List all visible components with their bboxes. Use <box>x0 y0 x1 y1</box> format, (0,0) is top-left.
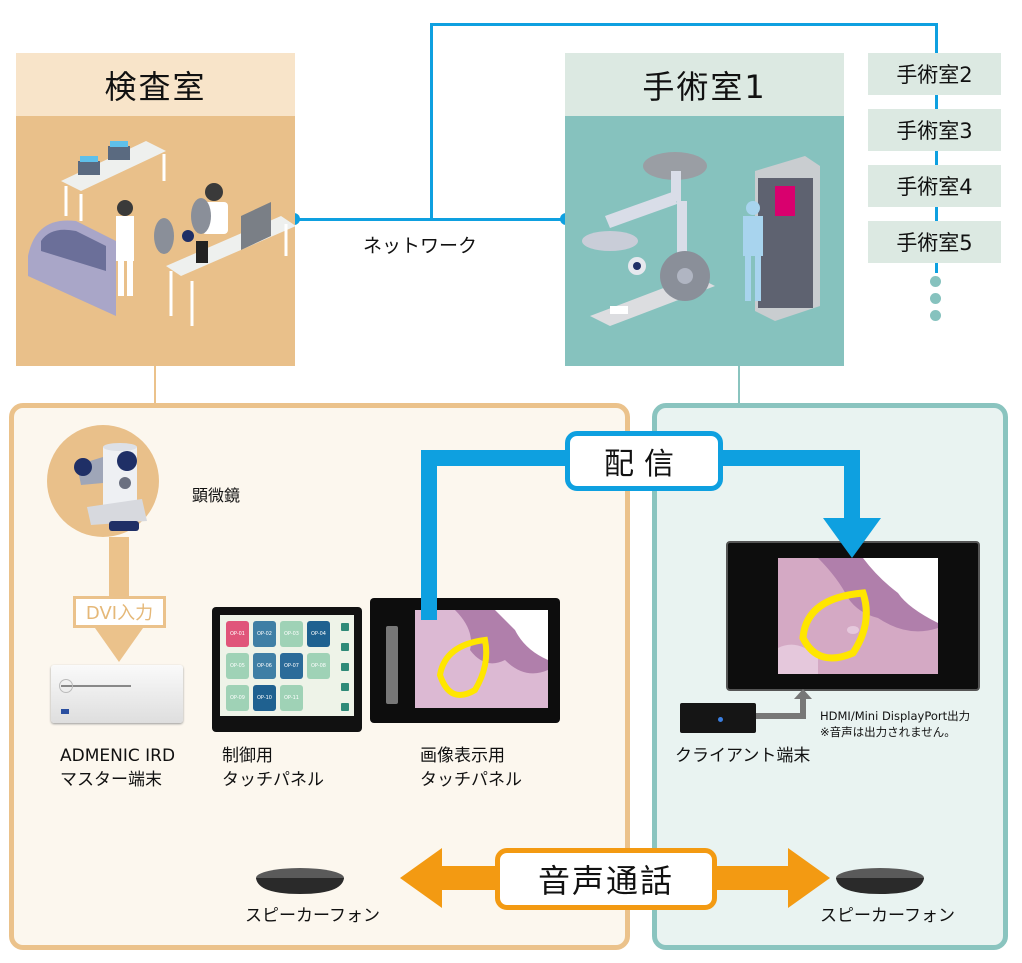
distribute-line-right <box>710 450 860 466</box>
side-button <box>341 623 349 631</box>
or1-room-title: 手術室1 <box>565 53 844 116</box>
network-label: ネットワーク <box>363 235 478 257</box>
voice-arrow-right-head <box>788 848 830 908</box>
network-horizontal <box>296 218 568 221</box>
control-panel-line2: タッチパネル <box>222 770 324 790</box>
op-tile: OP-11 <box>280 685 303 711</box>
or-connector <box>738 366 740 404</box>
voice-arrow-left-head <box>400 848 442 908</box>
more-dot <box>930 293 941 304</box>
or-room-2: 手術室2 <box>868 53 1001 95</box>
op-tile: OP-01 <box>226 621 249 647</box>
client-terminal-device <box>680 703 756 733</box>
more-dot <box>930 276 941 287</box>
network-top-line <box>430 23 938 26</box>
or-room-3: 手術室3 <box>868 109 1001 151</box>
image-display-screen <box>415 610 548 708</box>
distribute-line-down <box>844 450 860 520</box>
more-dot <box>930 310 941 321</box>
output-note-line1: HDMI/Mini DisplayPort出力 <box>820 709 971 723</box>
client-monitor-device <box>726 541 980 691</box>
lab-connector <box>154 366 156 404</box>
op-tile: OP-04 <box>307 621 330 647</box>
side-button <box>341 703 349 711</box>
op-tile: OP-08 <box>307 653 330 679</box>
output-note-line2: ※音声は出力されません。 <box>820 725 956 739</box>
microscope-illustration <box>47 425 159 537</box>
or-room-5: 手術室5 <box>868 221 1001 263</box>
dvi-arrow-head <box>95 628 143 662</box>
voice-arrow-left-shaft <box>440 866 500 890</box>
output-arrow-vertical <box>800 697 806 719</box>
distribute-line-up <box>421 450 437 620</box>
output-arrow-horizontal <box>756 713 806 719</box>
op-tile: OP-03 <box>280 621 303 647</box>
distribute-arrow-head <box>823 518 881 558</box>
distribute-label: 配信 <box>565 431 723 491</box>
lab-speakerphone-label: スピーカーフォン <box>245 906 380 926</box>
client-terminal-label: クライアント端末 <box>675 746 811 766</box>
op-tile: OP-05 <box>226 653 249 679</box>
voice-arrow-right-shaft <box>710 866 790 890</box>
or1-room-illustration <box>565 116 844 366</box>
master-terminal-line2: マスター端末 <box>60 770 162 790</box>
op-tile: OP-06 <box>253 653 276 679</box>
lab-room-illustration <box>16 116 296 366</box>
or-room-4: 手術室4 <box>868 165 1001 207</box>
dvi-input-label: DVI入力 <box>73 596 166 628</box>
display-panel-line1: 画像表示用 <box>420 746 505 766</box>
lab-room-title: 検査室 <box>16 53 295 116</box>
output-arrow-head <box>794 689 812 699</box>
master-terminal-device <box>51 665 183 723</box>
control-panel-line1: 制御用 <box>222 746 273 766</box>
op-tile: OP-09 <box>226 685 249 711</box>
op-tile: OP-07 <box>280 653 303 679</box>
side-button <box>341 683 349 691</box>
display-panel-line2: タッチパネル <box>420 770 522 790</box>
or-speakerphone-label: スピーカーフォン <box>820 906 955 926</box>
or-speakerphone-device <box>835 866 925 896</box>
or-chain-link <box>935 151 938 166</box>
tool-strip <box>386 626 398 704</box>
microscope-label: 顕微鏡 <box>192 486 241 505</box>
op-tile: OP-10 <box>253 685 276 711</box>
voice-call-label: 音声通話 <box>495 848 717 910</box>
op-tile: OP-02 <box>253 621 276 647</box>
or-chain-link <box>935 95 938 110</box>
side-button <box>341 643 349 651</box>
master-terminal-line1: ADMENIC IRD <box>60 746 176 766</box>
side-button <box>341 663 349 671</box>
network-vertical-left <box>430 23 433 219</box>
image-display-touch-panel-device <box>370 598 560 723</box>
lab-speakerphone-device <box>255 866 345 896</box>
distribute-line-left <box>421 450 571 466</box>
or-chain-link <box>935 207 938 222</box>
client-monitor-screen <box>778 558 938 674</box>
